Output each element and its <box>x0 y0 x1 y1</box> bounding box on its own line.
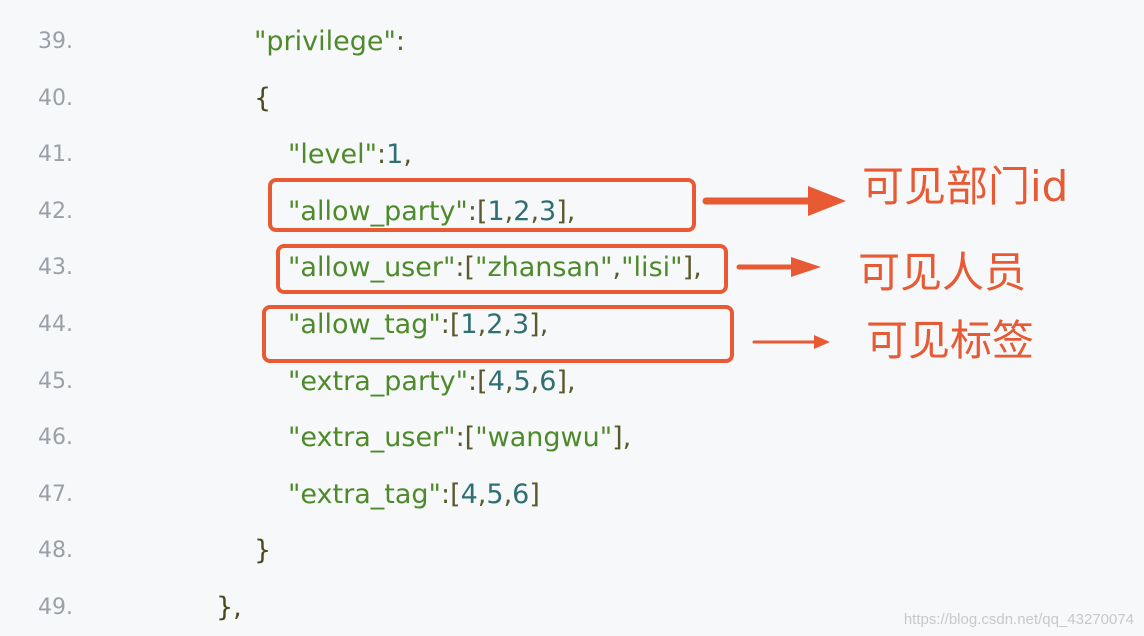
code-token: , <box>503 479 513 510</box>
code-line: 41. "level":1, <box>0 127 1144 183</box>
code-text: } <box>254 523 271 579</box>
code-line: 47. "extra_tag":[4,5,6] <box>0 467 1144 523</box>
watermark: https://blog.csdn.net/qq_43270074 <box>903 611 1134 628</box>
arrow-right-icon <box>736 257 821 277</box>
code-token: :[ <box>455 422 476 453</box>
code-token: , <box>477 309 487 340</box>
code-line: 40. { <box>0 71 1144 127</box>
code-token: 3 <box>539 196 557 227</box>
code-token: ], <box>682 252 702 283</box>
code-line: 49. }, <box>0 580 1144 636</box>
line-number: 44. <box>38 312 73 337</box>
code-token: , <box>530 196 540 227</box>
code-token: "extra_party" <box>288 366 469 397</box>
code-token: "wangwu" <box>475 422 613 453</box>
code-token: "allow_party" <box>288 196 468 227</box>
code-text: }, <box>216 580 242 636</box>
code-token: "privilege" <box>254 26 396 57</box>
code-token: "extra_user" <box>288 422 456 453</box>
code-token: "level" <box>288 139 378 170</box>
highlight-box-allow-party <box>268 178 696 232</box>
code-token: , <box>530 366 540 397</box>
code-token: 1 <box>487 196 505 227</box>
code-line: 45. "extra_party":[4,5,6], <box>0 354 1144 410</box>
code-token: 1 <box>460 309 478 340</box>
annotation-visible-tags: 可见标签 <box>866 316 1035 365</box>
code-token: 6 <box>512 479 530 510</box>
code-token: :[ <box>455 252 476 283</box>
code-text: "extra_tag":[4,5,6] <box>288 467 540 523</box>
code-text: "allow_tag":[1,2,3], <box>288 297 548 353</box>
line-number: 46. <box>38 425 73 450</box>
code-token: , <box>612 252 622 283</box>
code-token: "lisi" <box>621 252 683 283</box>
code-line: 46. "extra_user":["wangwu"], <box>0 410 1144 466</box>
line-number: 40. <box>38 86 73 111</box>
code-line: 42. "allow_party":[1,2,3], <box>0 184 1144 240</box>
code-text: "level":1, <box>288 127 412 183</box>
code-token: , <box>504 366 514 397</box>
code-text: "allow_user":["zhansan","lisi"], <box>288 240 702 296</box>
highlight-box-allow-user <box>276 244 728 294</box>
arrow-right-icon <box>752 335 830 349</box>
code-token: ], <box>556 196 576 227</box>
code-line: 39. "privilege": <box>0 14 1144 70</box>
line-number: 47. <box>38 482 73 507</box>
code-token: "allow_tag" <box>288 309 441 340</box>
code-line: 43. "allow_user":["zhansan","lisi"], <box>0 240 1144 296</box>
code-token: : <box>395 26 406 57</box>
code-token: 6 <box>539 366 557 397</box>
code-token: } <box>254 535 272 566</box>
annotation-visible-departments: 可见部门id <box>862 162 1069 211</box>
code-token: ] <box>529 479 540 510</box>
code-token: "zhansan" <box>475 252 613 283</box>
code-text: "extra_user":["wangwu"], <box>288 410 631 466</box>
code-token: { <box>254 83 272 114</box>
code-text: { <box>254 71 271 127</box>
code-token: 3 <box>511 309 530 340</box>
code-text: "extra_party":[4,5,6], <box>288 354 576 410</box>
code-token: ], <box>612 422 632 453</box>
code-token: : <box>377 139 387 170</box>
code-token: :[ <box>467 196 488 227</box>
code-token: "allow_user" <box>288 252 456 283</box>
code-token: ], <box>556 366 576 397</box>
code-line: 48. } <box>0 523 1144 579</box>
code-text: "privilege": <box>254 14 405 70</box>
code-token: , <box>403 139 412 170</box>
code-token: "extra_tag" <box>288 479 441 510</box>
line-number: 48. <box>38 538 73 563</box>
code-token: }, <box>216 592 242 623</box>
line-number: 43. <box>38 255 73 280</box>
code-line: 44. "allow_tag":[1,2,3], <box>0 297 1144 353</box>
code-token: , <box>477 479 487 510</box>
highlight-box-allow-tag <box>262 305 734 363</box>
code-token: 4 <box>487 366 505 397</box>
arrow-right-icon <box>702 186 846 216</box>
line-number: 49. <box>38 595 73 620</box>
code-token: 5 <box>486 479 504 510</box>
code-token: :[ <box>468 366 488 397</box>
code-token: 2 <box>486 309 504 340</box>
code-token: 5 <box>513 366 531 397</box>
line-number: 42. <box>38 199 73 224</box>
annotation-visible-users: 可见人员 <box>858 248 1027 297</box>
code-token: 4 <box>460 479 478 510</box>
code-token: :[ <box>440 479 461 510</box>
code-token: , <box>503 309 512 340</box>
code-token: 2 <box>513 196 531 227</box>
line-number: 41. <box>38 142 73 167</box>
code-token: , <box>504 196 514 227</box>
line-number: 45. <box>38 369 73 394</box>
code-token: :[ <box>440 309 461 340</box>
code-token: ], <box>529 309 549 340</box>
code-token: 1 <box>386 139 404 170</box>
line-number: 39. <box>38 29 73 54</box>
code-text: "allow_party":[1,2,3], <box>288 184 575 240</box>
